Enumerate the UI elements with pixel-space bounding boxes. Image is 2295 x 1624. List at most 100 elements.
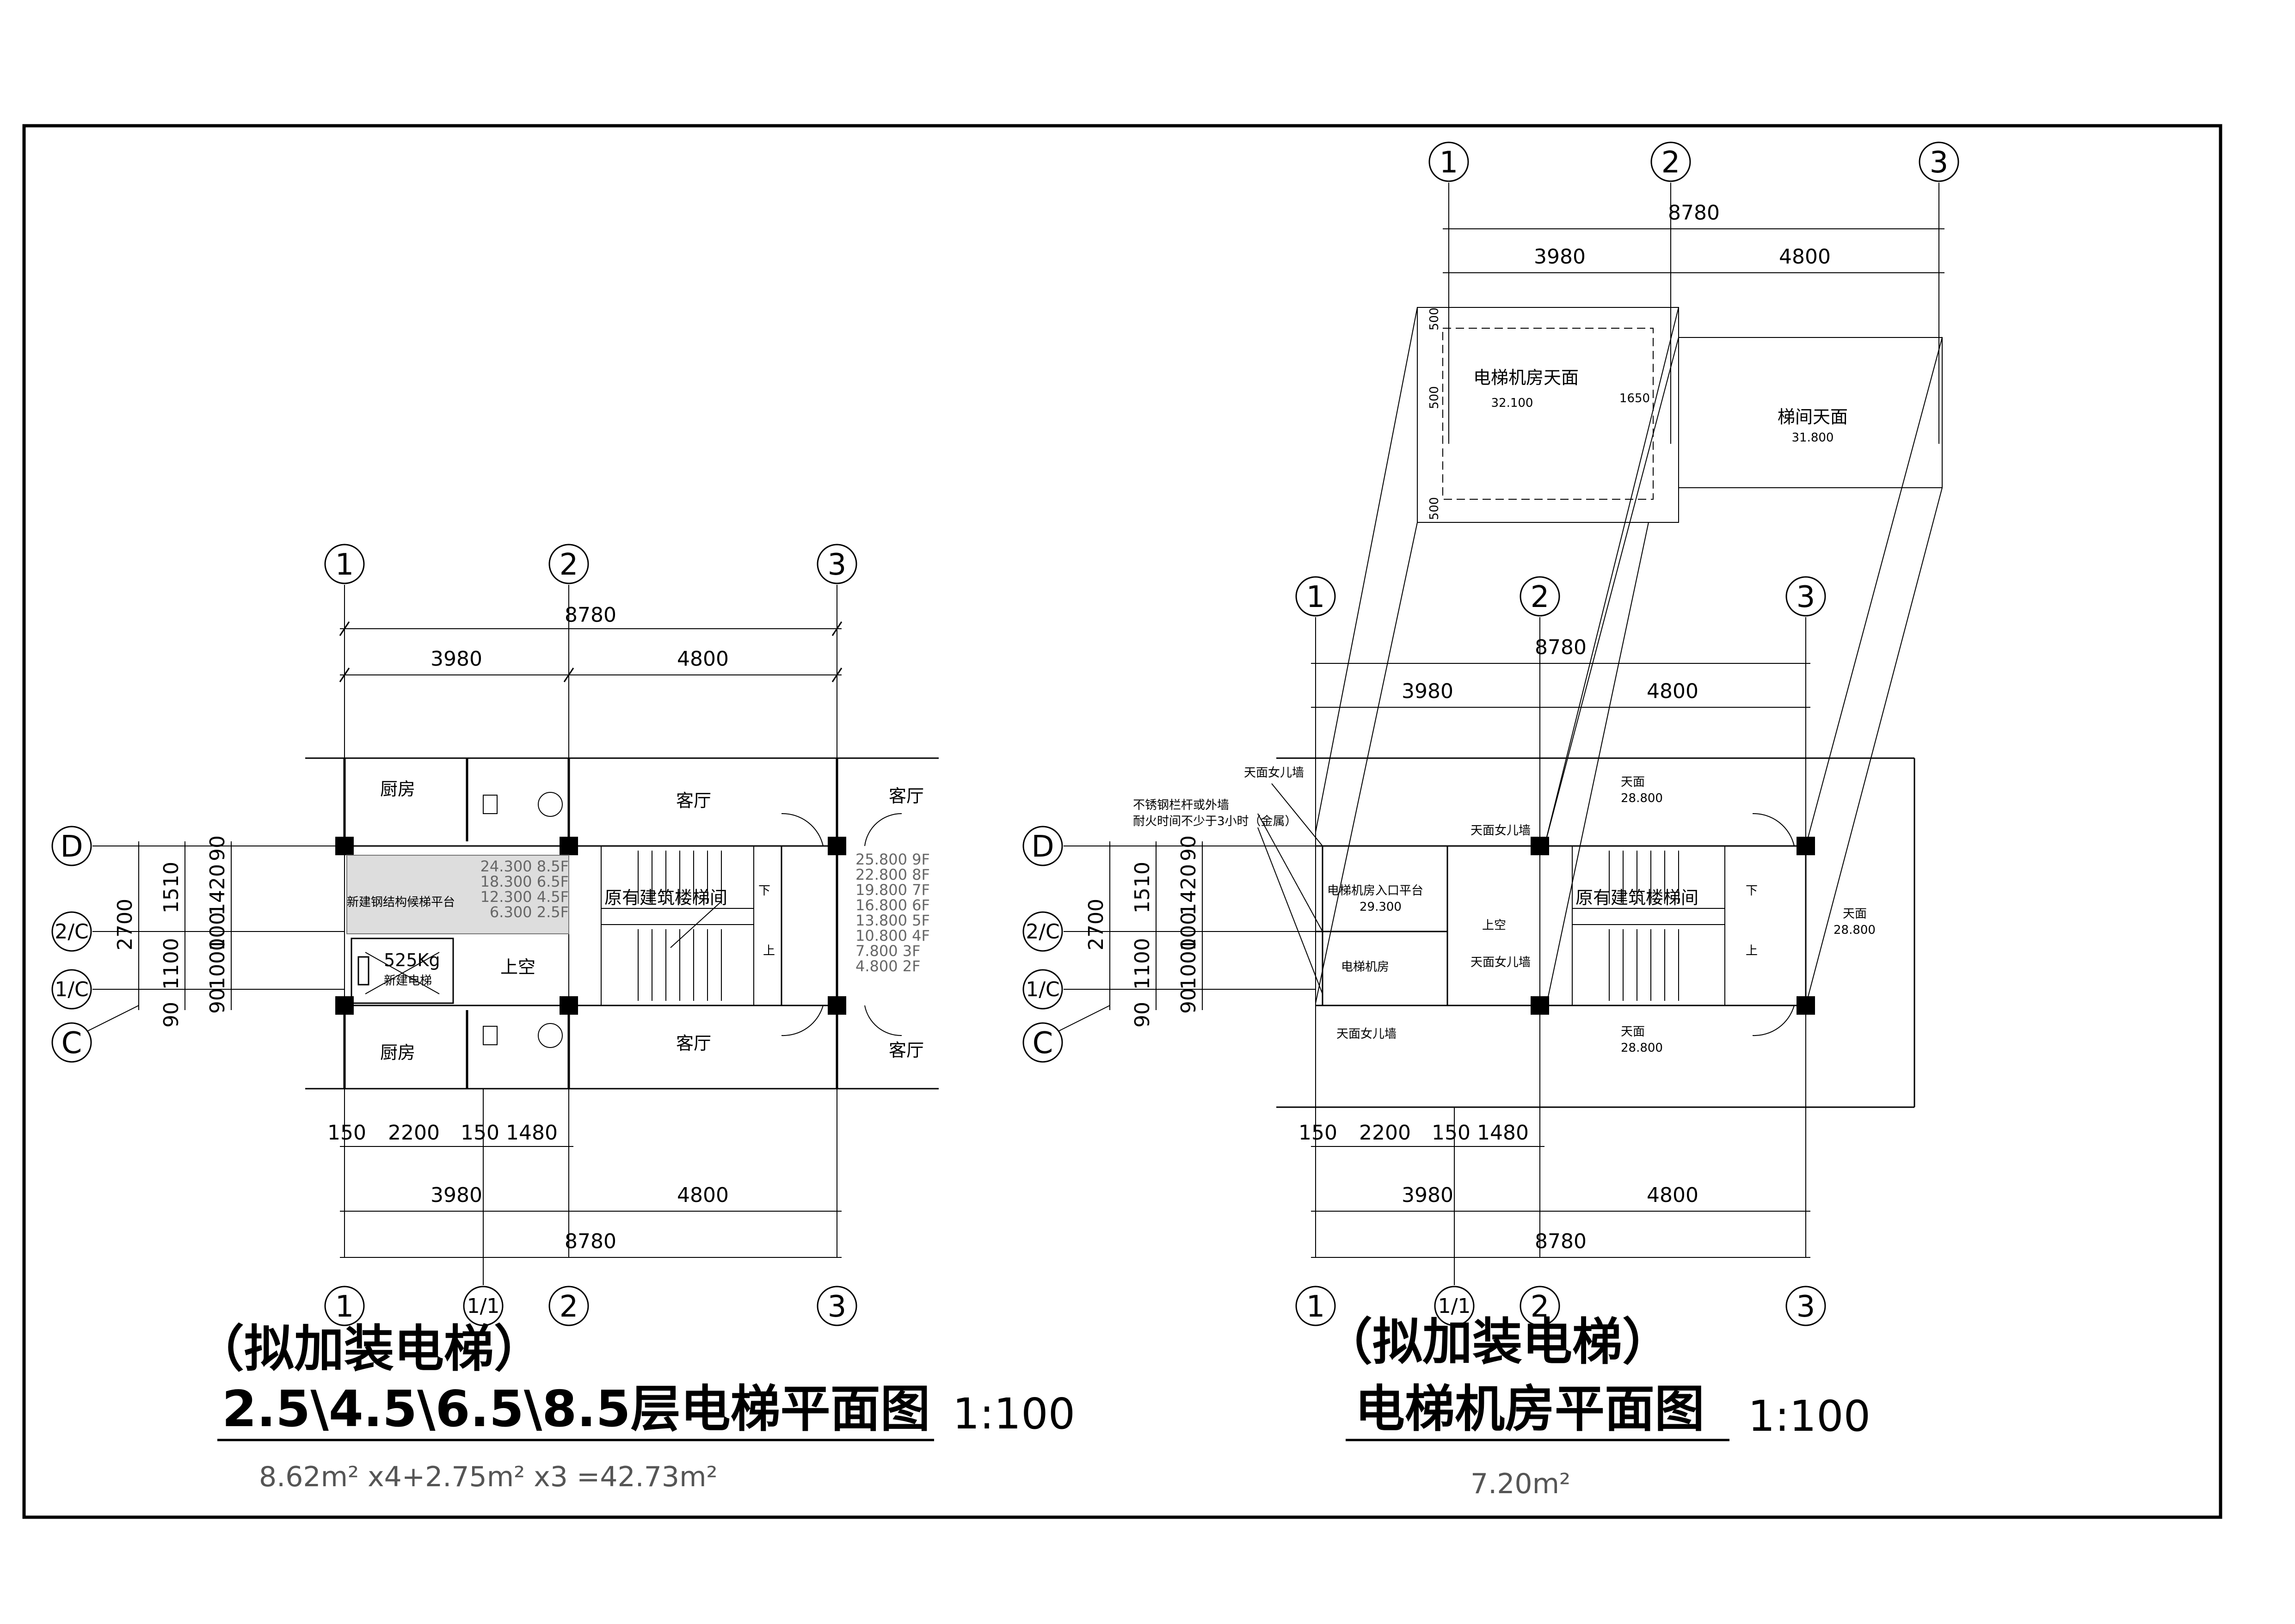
right-walls [1276,757,1915,1108]
svg-text:1: 1 [335,548,354,582]
left-top-dimensions: 8780 3980 4800 [339,603,843,682]
svg-text:4800: 4800 [1779,245,1831,269]
left-elevator-floor-plan: 1 2 3 8780 3980 4800 [51,544,1075,1493]
svg-text:90: 90 [206,835,229,861]
svg-text:2: 2 [560,548,578,582]
svg-text:22.800 8F: 22.800 8F [855,866,930,883]
svg-text:8780: 8780 [565,603,616,627]
svg-text:90: 90 [1131,1002,1154,1028]
svg-text:不锈钢栏杆或外墙: 不锈钢栏杆或外墙 [1133,798,1229,812]
svg-text:16.800 6F: 16.800 6F [855,896,930,914]
left-kitchen-bottom: 厨房 [380,1042,415,1063]
svg-text:1100: 1100 [1131,938,1154,990]
svg-text:1100: 1100 [160,938,183,990]
sheet-border [22,124,2222,1519]
right-scale: 1:100 [1748,1391,1870,1441]
svg-text:1: 1 [335,1290,354,1324]
left-axis-bottom: 1 1/1 2 3 [324,1286,857,1326]
svg-text:4800: 4800 [1647,1183,1698,1207]
right-stair-roof-box [1678,337,1943,488]
right-roof-top-level: 28.800 [1621,791,1663,805]
svg-text:1420: 1420 [1177,864,1200,916]
right-stair-down: 下 [1746,884,1758,898]
svg-text:3: 3 [1797,1290,1815,1324]
right-roof-machine-label: 电梯机房天面 [1473,368,1579,388]
right-roof-stair-label: 梯间天面 [1778,407,1848,427]
svg-text:18.300 6.5F: 18.300 6.5F [480,873,569,890]
svg-text:1510: 1510 [1131,862,1154,913]
right-stair [1572,846,1725,1006]
svg-text:8780: 8780 [1535,1230,1587,1253]
svg-text:8780: 8780 [1535,636,1587,659]
right-stair-label: 原有建筑楼梯间 [1575,888,1698,908]
left-title-line2: 2.5\4.5\6.5\8.5层电梯平面图 [222,1380,930,1438]
right-roof-right: 天面 [1843,907,1867,921]
svg-text:13.800 5F: 13.800 5F [855,912,930,929]
left-stair [601,846,754,1006]
svg-text:C: C [1033,1026,1053,1060]
left-column-d2 [560,837,578,855]
svg-text:1000: 1000 [206,938,229,990]
left-column-c1 [335,996,354,1015]
svg-text:2/C: 2/C [1026,920,1060,944]
svg-text:2: 2 [1661,146,1680,180]
svg-text:3: 3 [828,548,847,582]
left-stair-down: 下 [758,884,770,898]
svg-text:12.300 4.5F: 12.300 4.5F [480,888,569,906]
svg-text:4.800 2F: 4.800 2F [855,957,921,975]
svg-text:24.300 8.5F: 24.300 8.5F [480,858,569,875]
svg-text:1/C: 1/C [1026,978,1060,1001]
svg-text:90: 90 [160,1002,183,1028]
right-roof-top: 天面 [1621,775,1645,789]
right-roof-right-level: 28.800 [1834,923,1876,937]
left-walls [305,757,939,1090]
svg-text:7.800 3F: 7.800 3F [855,942,921,960]
svg-text:2: 2 [1531,580,1550,614]
right-roof-machine-level: 32.100 [1491,396,1533,410]
svg-text:1000: 1000 [1177,938,1200,990]
left-platform-hatch [346,855,569,934]
svg-text:1510: 1510 [160,862,183,913]
svg-text:2700: 2700 [1084,899,1108,950]
svg-text:1/1: 1/1 [1438,1294,1471,1318]
svg-text:2200: 2200 [388,1121,440,1145]
svg-text:500: 500 [1427,307,1441,331]
left-axis-top-1: 1 [324,544,365,1257]
right-bottom-dimensions: 150 2200 150 1480 3980 4800 8780 [1298,1107,1810,1285]
right-roof-axis: 1 2 3 8780 3980 4800 [1428,141,1959,444]
left-stair-up: 上 [763,944,775,958]
right-axis-top: 1 2 3 8780 3980 4800 [1295,576,1826,1257]
svg-text:C: C [62,1026,82,1060]
left-bottom-dimensions: 150 2200 150 1480 3980 4800 8780 [327,1089,842,1285]
left-living-bottom: 客厅 [676,1033,711,1054]
right-machine-room: 电梯机房 [1341,960,1389,974]
right-machine-roof-box [1417,307,1679,523]
svg-text:3980: 3980 [1402,1183,1453,1207]
svg-text:1480: 1480 [506,1121,558,1145]
left-column-c2 [560,996,578,1015]
right-entrance-platform: 电梯机房入口平台 [1327,884,1423,898]
left-living-top: 客厅 [676,791,711,811]
left-platform-levels: 24.300 8.5F 18.300 6.5F 12.300 4.5F 6.30… [480,858,569,921]
svg-text:4800: 4800 [1647,680,1698,703]
svg-text:3980: 3980 [1534,245,1586,269]
svg-text:4800: 4800 [677,1183,729,1207]
svg-text:D: D [1031,830,1054,864]
svg-text:150: 150 [1298,1121,1337,1145]
right-roof-bottom-level: 28.800 [1621,1041,1663,1055]
right-machine-room-plan: 1 2 3 8780 3980 4800 电梯机房天面 32.100 梯间天面 … [1022,141,1959,1500]
svg-text:4800: 4800 [677,647,729,671]
svg-text:25.800 9F: 25.800 9F [855,851,930,868]
left-new-elevator: 新建电梯 [384,974,432,988]
svg-text:1: 1 [1306,1290,1325,1324]
svg-text:150: 150 [461,1121,499,1145]
svg-text:90: 90 [1177,988,1200,1014]
left-kitchen-top: 厨房 [380,779,415,799]
left-scale: 1:100 [953,1389,1075,1439]
left-platform-label: 新建钢结构候梯平台 [347,895,455,909]
svg-text:1: 1 [1306,580,1325,614]
left-capacity: 525Kg [384,950,440,970]
svg-text:3980: 3980 [1402,680,1453,703]
